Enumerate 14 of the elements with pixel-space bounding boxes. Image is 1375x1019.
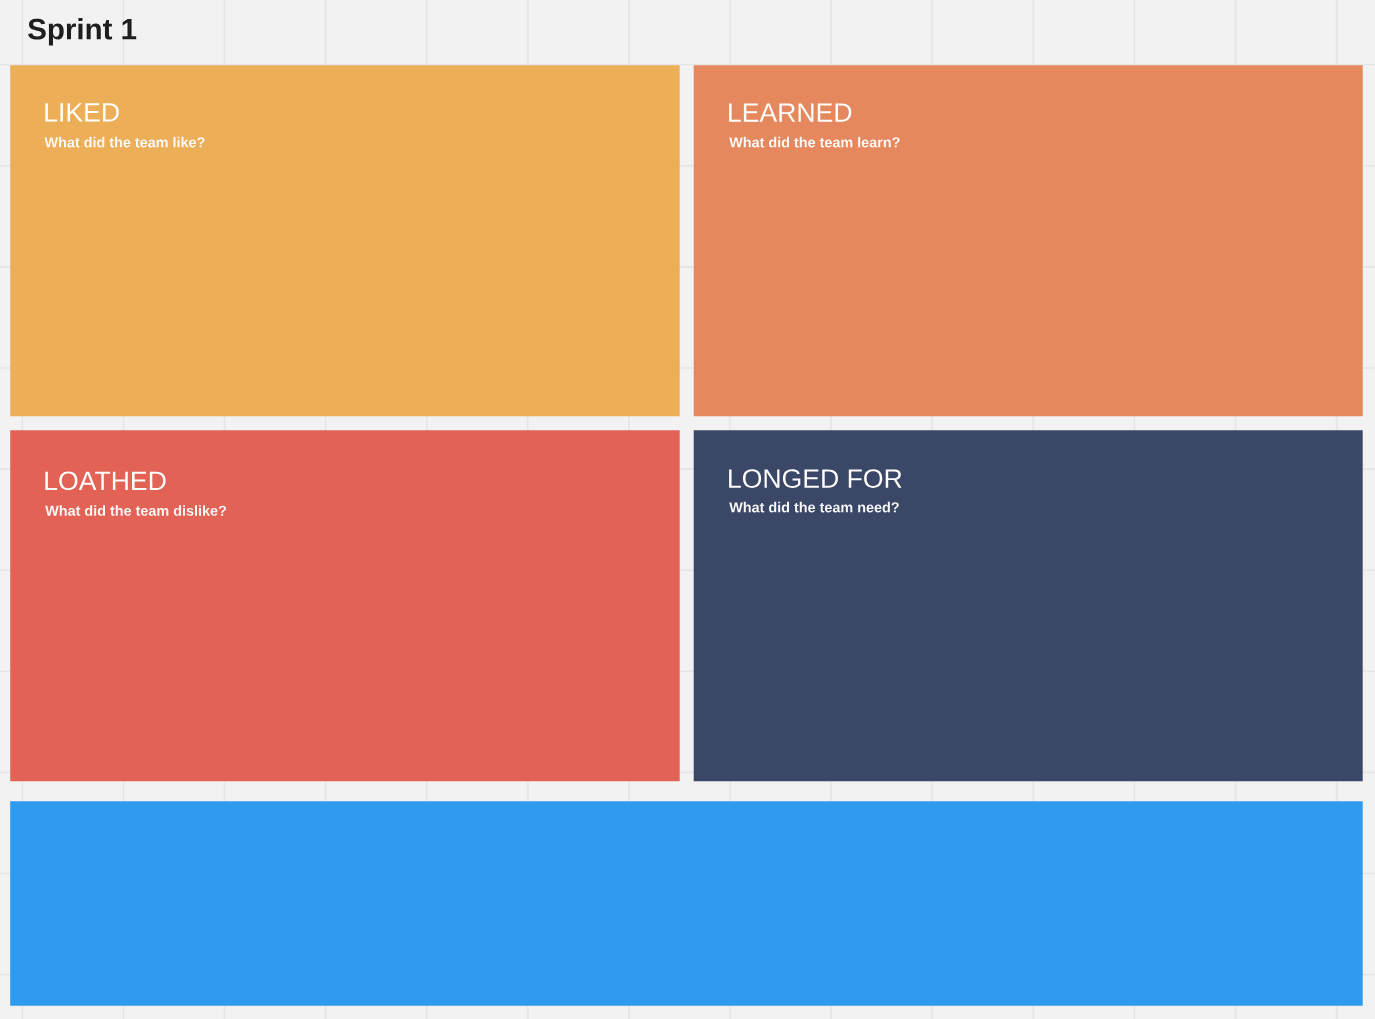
card-heading: LONGED FOR xyxy=(729,469,902,488)
card-question: What did the team learn? xyxy=(729,136,900,148)
card-heading: LOATHED xyxy=(45,471,166,491)
card-heading: LIKED xyxy=(45,103,119,122)
card-question: What did the team dislike? xyxy=(45,505,226,516)
retro-card xyxy=(10,430,680,782)
retro-card xyxy=(693,65,1363,417)
retro-card xyxy=(693,430,1363,782)
card-question: What did the team need? xyxy=(729,501,899,513)
card-heading: LEARNED xyxy=(729,103,852,122)
retro-card xyxy=(10,65,680,417)
empty-panel xyxy=(10,801,1363,1006)
card-question: What did the team like? xyxy=(44,136,205,148)
board-title: Sprint 1 xyxy=(28,17,137,46)
